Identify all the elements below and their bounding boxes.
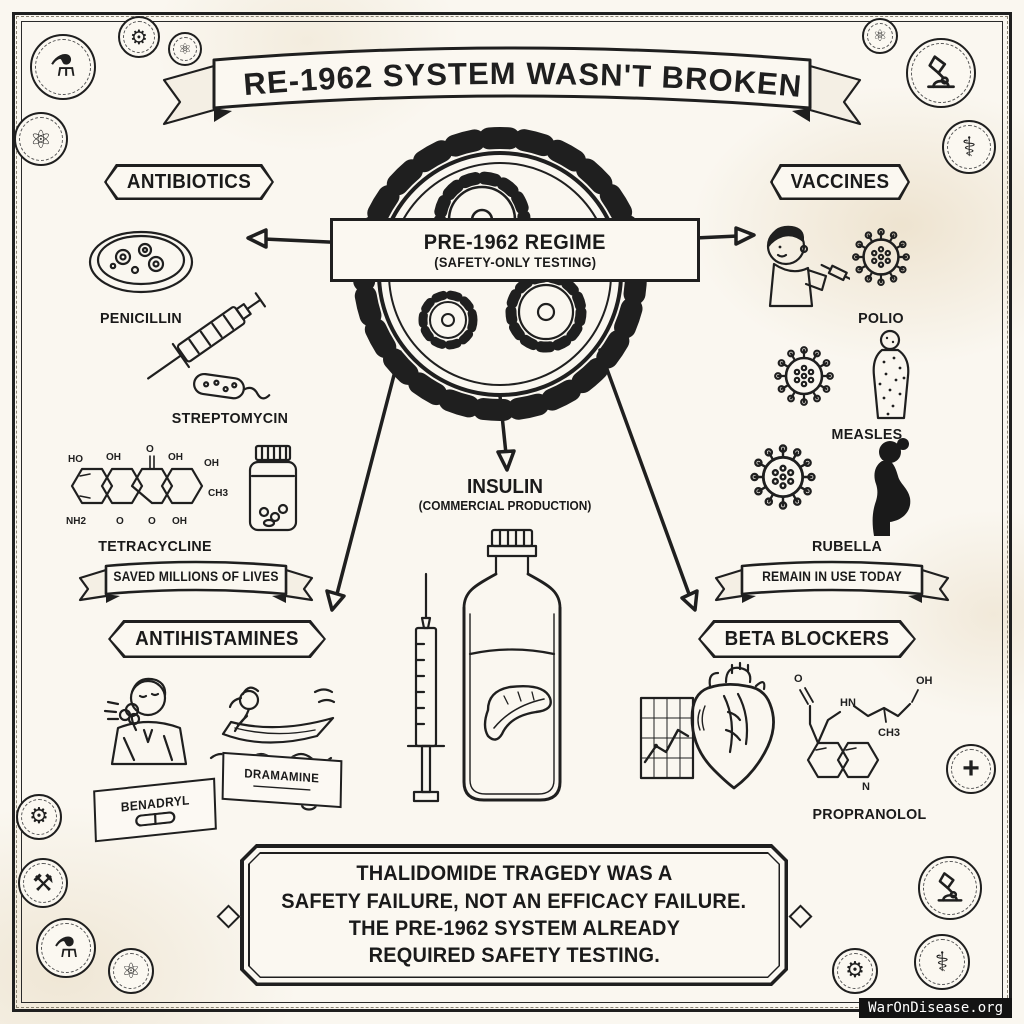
section-beta-blockers: BETA BLOCKERS — [698, 620, 916, 658]
chem-label: OH — [168, 452, 183, 463]
chem-label: N — [862, 781, 870, 793]
antibiotics-label: ANTIBIOTICS — [126, 170, 252, 193]
pill-bottle-icon — [248, 444, 298, 532]
chem-label: OH — [172, 516, 187, 527]
polio-label: POLIO — [858, 310, 904, 327]
footer-line-2: SAFETY FAILURE, NOT AN EFFICACY FAILURE. — [281, 889, 747, 913]
microscope-icon — [906, 38, 976, 108]
section-vaccines: VACCINES — [770, 164, 910, 200]
flask-icon: ⚗ — [30, 34, 96, 100]
sneezing-man-icon — [103, 677, 188, 766]
chem-label: OH — [916, 675, 933, 687]
caduceus-icon: ⚕ — [914, 934, 970, 990]
wrench-icon: ⚒ — [18, 858, 68, 908]
atom-icon: ⚛ — [14, 112, 68, 166]
arrow-down-right — [598, 348, 699, 612]
title-banner: PRE-1962 SYSTEM WASN'T BROKEN — [150, 40, 862, 126]
atom-icon: ⚛ — [108, 948, 154, 994]
antihistamines-label: ANTIHISTAMINES — [135, 627, 299, 650]
vaccine-syringe-icon — [820, 263, 850, 282]
microscope-icon — [918, 856, 982, 920]
gear-icon: ⚙ — [832, 948, 878, 994]
bacteria-icon — [193, 372, 271, 400]
chem-label: OH — [106, 452, 121, 463]
hub-title: PRE-1962 REGIME — [423, 230, 606, 254]
streptomycin-label: STREPTOMYCIN — [171, 410, 289, 427]
hub-banner: PRE-1962 REGIME (SAFETY-ONLY TESTING) — [330, 218, 700, 282]
footer-line-1: THALIDOMIDE TRAGEDY WAS A — [355, 862, 673, 886]
beta-blockers-label: BETA BLOCKERS — [724, 627, 890, 650]
chem-label: O — [146, 444, 154, 455]
gear-icon: ⚙ — [118, 16, 160, 58]
ecg-chart-icon — [639, 696, 695, 780]
insulin-syringe-icon — [406, 572, 446, 803]
chem-label: O — [794, 673, 803, 685]
benadryl-box: BENADRYL — [93, 777, 217, 843]
ribbon-right-text: REMAIN IN USE TODAY — [762, 569, 902, 584]
chem-label: NH2 — [66, 516, 86, 527]
chem-label: CH3 — [208, 488, 228, 499]
insulin-label: INSULIN — [467, 476, 543, 498]
footer-line-3: THE PRE-1962 SYSTEM ALREADY — [348, 917, 680, 940]
measles-virus-icon — [772, 344, 836, 408]
hub-subtitle: (SAFETY-ONLY TESTING) — [433, 254, 597, 270]
insulin-caption: INSULIN (COMMERCIAL PRODUCTION) — [405, 476, 605, 513]
chem-label: OH — [204, 458, 219, 469]
petri-dish-icon — [88, 230, 194, 294]
chem-label: O — [116, 516, 124, 527]
rubella-virus-icon — [748, 442, 818, 512]
rubella-label: RUBELLA — [811, 538, 883, 555]
flask-icon: ⚗ — [36, 918, 96, 978]
pill-capsule-icon — [135, 810, 176, 827]
insulin-sublabel: (COMMERCIAL PRODUCTION) — [418, 499, 592, 513]
ribbon-in-use: REMAIN IN USE TODAY — [712, 556, 952, 608]
pregnant-woman-icon — [872, 438, 911, 536]
syringe-icon — [147, 292, 271, 400]
tetracycline-structure-icon: HO OH O OH OH NH2 O O OH CH3 — [66, 444, 228, 527]
polio-virus-icon — [850, 226, 912, 288]
child-vaccination-icon — [766, 225, 850, 308]
ribbon-left-text: SAVED MILLIONS OF LIVES — [113, 569, 279, 584]
atom-icon: ⚛ — [862, 18, 898, 54]
penicillin-label: PENICILLIN — [99, 310, 183, 327]
chem-label: CH3 — [878, 727, 900, 739]
benadryl-label: BENADRYL — [120, 791, 190, 815]
watermark: WarOnDisease.org — [859, 998, 1012, 1018]
gear-icon: ⚙ — [16, 794, 62, 840]
footer-box: THALIDOMIDE TRAGEDY WAS A SAFETY FAILURE… — [240, 844, 788, 986]
chem-label: HN — [840, 697, 856, 709]
tetracycline-label: TETRACYCLINE — [98, 538, 212, 555]
arrow-down-left — [325, 350, 402, 612]
box-detail-line — [253, 785, 311, 791]
ribbon-saved-lives: SAVED MILLIONS OF LIVES — [76, 556, 316, 608]
section-antihistamines: ANTIHISTAMINES — [108, 620, 326, 658]
atom-icon: ⚛ — [168, 32, 202, 66]
chem-label: O — [148, 516, 156, 527]
pancreas-icon — [483, 684, 552, 741]
measles-rash-body-icon — [872, 329, 910, 420]
propranolol-label: PROPRANOLOL — [812, 806, 927, 823]
chem-label: HO — [68, 454, 83, 465]
dramamine-box: DRAMAMINE — [221, 751, 343, 809]
propranolol-structure-icon: O HN CH3 OH N — [794, 673, 933, 793]
heart-icon — [690, 661, 775, 790]
insulin-vial-icon — [462, 528, 562, 802]
caduceus-icon: ⚕ — [942, 120, 996, 174]
footer-line-4: REQUIRED SAFETY TESTING. — [368, 944, 660, 968]
measles-label: MEASLES — [831, 426, 903, 443]
medical-cross-icon: + — [946, 744, 996, 794]
section-antibiotics: ANTIBIOTICS — [104, 164, 274, 200]
vaccines-label: VACCINES — [790, 170, 890, 193]
